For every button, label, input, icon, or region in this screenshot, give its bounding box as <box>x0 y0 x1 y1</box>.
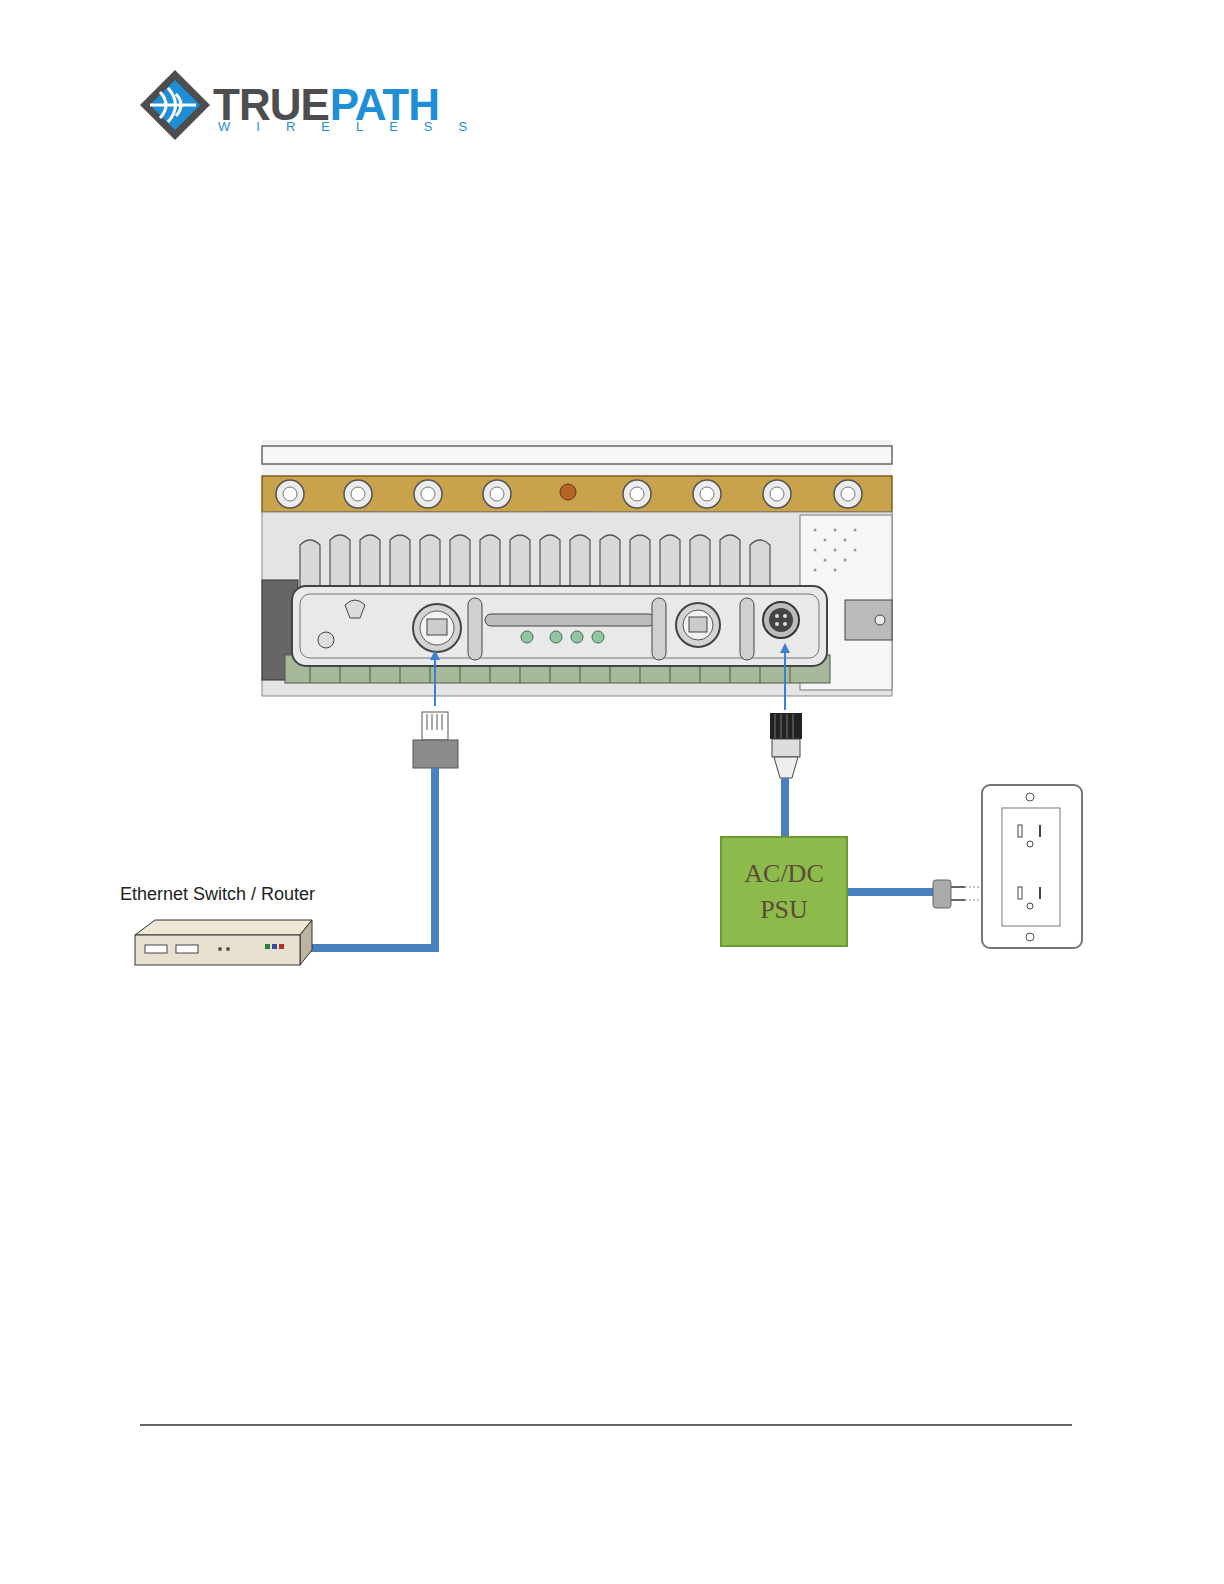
leader-arrow <box>434 655 436 706</box>
power-cable <box>848 888 935 896</box>
power-cable <box>781 778 789 837</box>
switch-icon <box>135 920 312 965</box>
switch-box: Ethernet Switch / Router <box>135 920 312 965</box>
psu-box: AC/DC PSU <box>720 836 848 947</box>
device-label: Ethernet Switch / Router <box>120 884 315 905</box>
power-connector <box>770 713 802 778</box>
leader-arrow <box>784 648 786 710</box>
radio-unit <box>262 440 892 696</box>
logo-icon <box>140 70 210 140</box>
rj45-plug <box>413 712 458 768</box>
footer-rule <box>140 1424 1072 1426</box>
psu-label: AC/DC PSU <box>722 856 846 928</box>
wall-outlet <box>982 785 1082 948</box>
logo-subtext: WIRELESS <box>218 119 493 134</box>
